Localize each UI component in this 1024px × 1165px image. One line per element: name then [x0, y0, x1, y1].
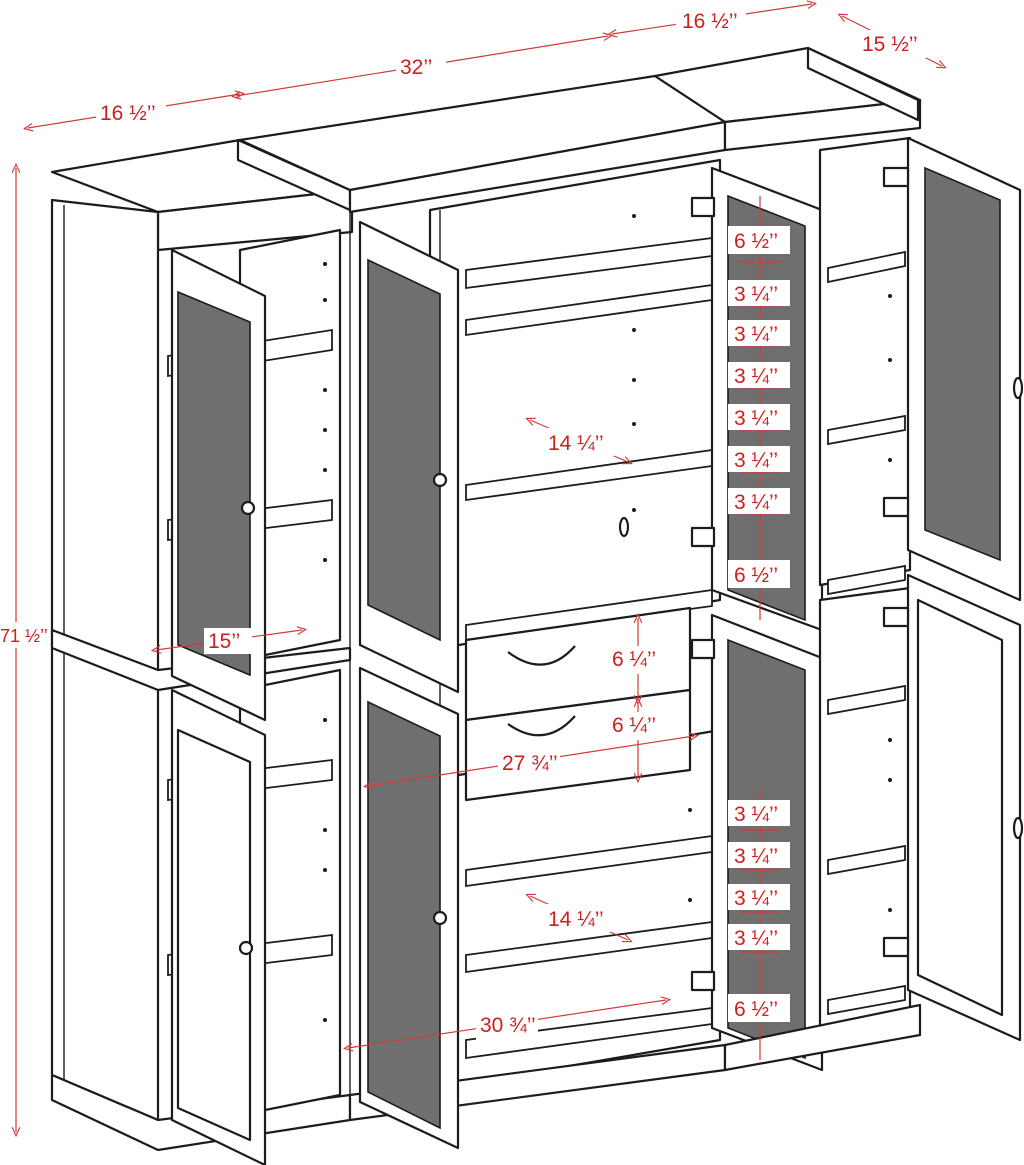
upper-spacing-label: 3 ¼’’: [734, 449, 778, 472]
dimension-labels: 16 ½’’ 15 ½’’ 32’’ 16 ½’’ 71 ½’’ 15’’ 14…: [0, 6, 926, 1040]
upper-spacing-label: 3 ¼’’: [734, 491, 778, 514]
lower-spacing-label: 3 ¼’’: [734, 845, 778, 868]
label-right-depth: 15 ½’’: [862, 33, 918, 56]
lower-spacing-label: 6 ½’’: [734, 998, 778, 1021]
label-center-lower-shelf: 14 ¼’’: [548, 908, 604, 931]
lower-spacing-labels: 3 ¼’’ 3 ¼’’ 3 ¼’’ 3 ¼’’ 6 ½’’: [728, 800, 790, 1022]
upper-spacing-labels: 6 ½’’ 3 ¼’’ 3 ¼’’ 3 ¼’’ 3 ¼’’ 3 ¼’’ 3 ¼’…: [728, 226, 790, 588]
label-left-inner-depth: 15’’: [208, 630, 240, 653]
upper-spacing-label: 3 ¼’’: [734, 323, 778, 346]
right-tower: [653, 46, 1024, 1072]
label-left-width: 16 ½’’: [100, 102, 156, 125]
label-drawer-height-2: 6 ¼’’: [612, 714, 656, 737]
lower-spacing-ticks: [740, 829, 780, 953]
lower-spacing-label: 3 ¼’’: [734, 887, 778, 910]
left-tower: [50, 138, 354, 1165]
label-drawer-width: 27 ¾’’: [502, 752, 558, 775]
label-center-width: 32’’: [400, 56, 432, 79]
cabinet-drawing: [50, 46, 1024, 1165]
label-drawer-height-1: 6 ¼’’: [612, 648, 656, 671]
label-top-right-width: 16 ½’’: [682, 10, 738, 33]
upper-spacing-label: 3 ¼’’: [734, 283, 778, 306]
label-total-height: 71 ½’’: [0, 626, 48, 646]
upper-spacing-label: 3 ¼’’: [734, 407, 778, 430]
lower-spacing-label: 3 ¼’’: [734, 803, 778, 826]
upper-spacing-label: 6 ½’’: [734, 564, 778, 587]
upper-spacing-label: 6 ½’’: [734, 230, 778, 253]
upper-spacing-label: 3 ¼’’: [734, 365, 778, 388]
label-base-width: 30 ¾’’: [480, 1014, 536, 1037]
lower-spacing-label: 3 ¼’’: [734, 927, 778, 950]
label-center-upper-shelf: 14 ¼’’: [548, 432, 604, 455]
